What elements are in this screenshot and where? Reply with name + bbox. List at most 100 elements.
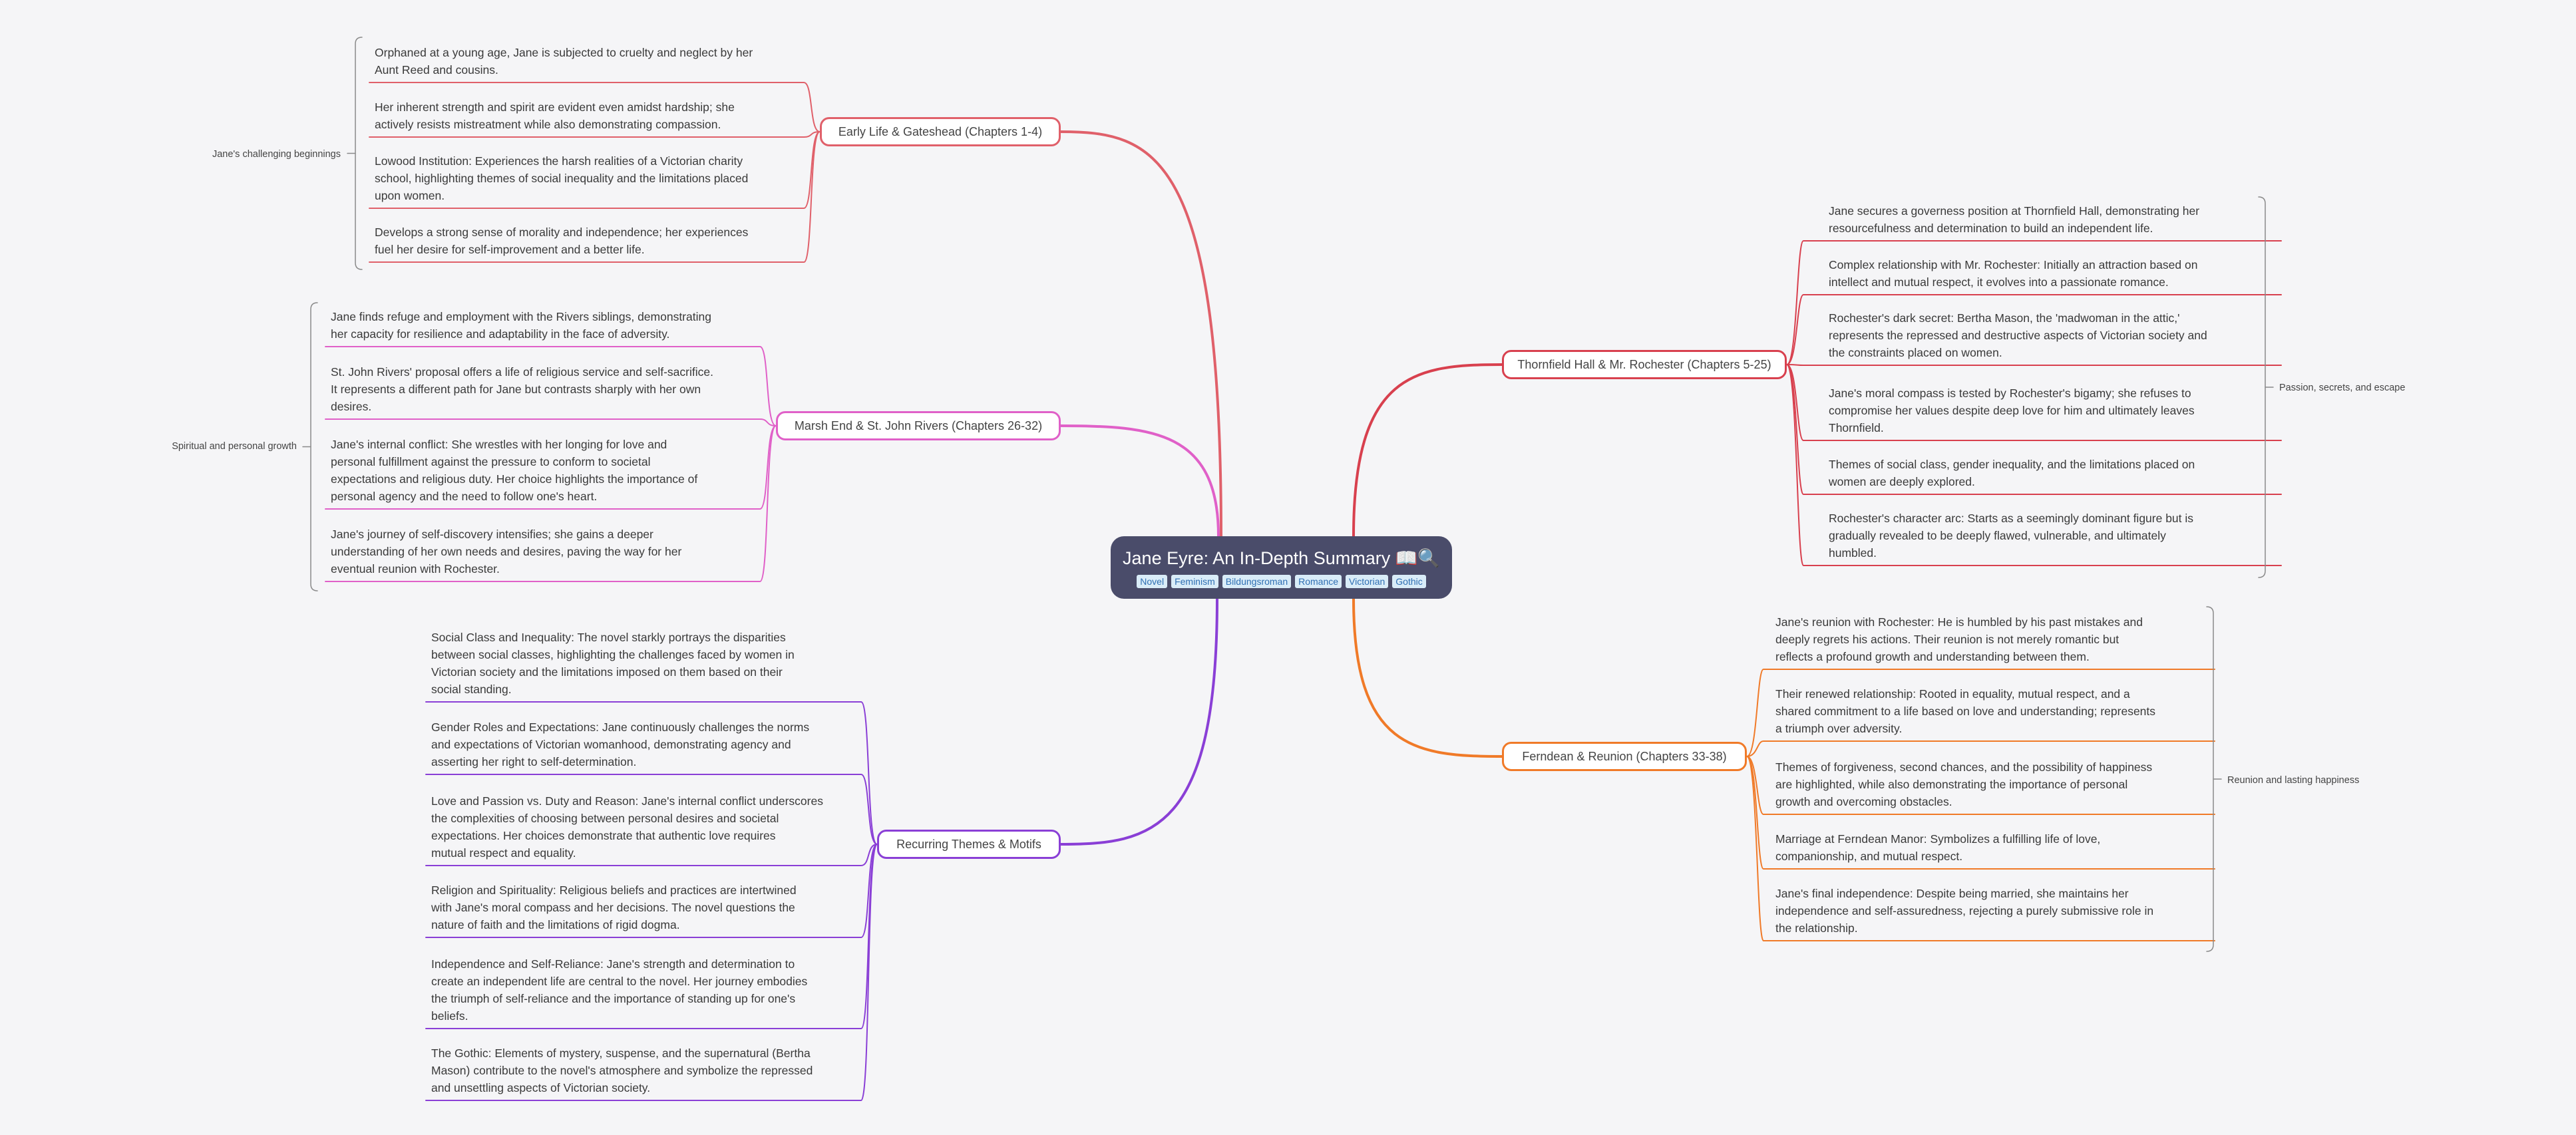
leaf-line: Develops a strong sense of morality and …	[375, 226, 749, 239]
summary-early: Jane's challenging beginnings	[212, 149, 341, 160]
leaf-thornfield-6: Rochester's character arc: Starts as a s…	[1829, 510, 2281, 562]
link-leaf-ferndean	[1746, 756, 2215, 815]
link-leaf-thornfield	[1786, 364, 2282, 566]
leaf-early-2: Her inherent strength and spirit are evi…	[375, 98, 814, 133]
leaf-line: social standing.	[431, 683, 512, 696]
leaf-line: independence and self-assuredness, rejec…	[1775, 904, 2154, 917]
tag-gothic[interactable]: Gothic	[1392, 575, 1426, 588]
leaf-line: It represents a different path for Jane …	[331, 383, 701, 396]
tag-list: Novel Feminism Bildungsroman Romance Vic…	[1137, 575, 1426, 588]
leaf-line: Lowood Institution: Experiences the hars…	[375, 154, 743, 168]
leaf-line: Gender Roles and Expectations: Jane cont…	[431, 721, 810, 734]
link-leaf-thornfield	[1786, 364, 2282, 495]
leaf-marsh-1: Jane finds refuge and employment with th…	[331, 308, 770, 343]
leaf-line: Social Class and Inequality: The novel s…	[431, 631, 786, 644]
leaf-line: nature of faith and the limitations of r…	[431, 918, 680, 931]
leaf-thornfield-3: Rochester's dark secret: Bertha Mason, t…	[1829, 309, 2281, 361]
topic-early[interactable]: Early Life & Gateshead (Chapters 1-4)	[820, 117, 1061, 146]
leaf-line: intellect and mutual respect, it evolves…	[1829, 275, 2169, 289]
leaf-line: compromise her values despite deep love …	[1829, 404, 2195, 417]
leaf-line: Jane's moral compass is tested by Roches…	[1829, 387, 2191, 400]
leaf-line: women are deeply explored.	[1829, 475, 1975, 488]
leaf-line: Jane's final independence: Despite being…	[1775, 887, 2129, 900]
leaf-line: shared commitment to a life based on lov…	[1775, 705, 2156, 718]
leaf-themes-3: Love and Passion vs. Duty and Reason: Ja…	[431, 792, 884, 862]
link-root-marsh	[1059, 424, 1220, 538]
link-leaf-themes	[425, 701, 878, 845]
link-leaf-marsh	[325, 418, 777, 426]
leaf-line: the relationship.	[1775, 921, 1858, 935]
link-root-thornfield	[1352, 363, 1503, 538]
leaf-line: Victorian society and the limitations im…	[431, 665, 783, 679]
leaf-ferndean-4: Marriage at Ferndean Manor: Symbolizes a…	[1775, 830, 2215, 865]
leaf-line: gradually revealed to be deeply flawed, …	[1829, 529, 2166, 542]
summary-bracket	[355, 37, 363, 270]
leaf-line: the complexities of choosing between per…	[431, 812, 779, 825]
link-leaf-themes	[425, 844, 878, 866]
link-leaf-ferndean	[1746, 756, 2215, 941]
link-leaf-ferndean	[1746, 756, 2215, 870]
leaf-line: St. John Rivers' proposal offers a life …	[331, 365, 713, 379]
topic-thornfield[interactable]: Thornfield Hall & Mr. Rochester (Chapter…	[1502, 350, 1787, 379]
summary-thornfield: Passion, secrets, and escape	[2279, 383, 2406, 393]
summary-bracket	[310, 302, 318, 591]
leaf-line: expectations and religious duty. Her cho…	[331, 472, 698, 486]
leaf-early-3: Lowood Institution: Experiences the hars…	[375, 152, 814, 204]
leaf-line: companionship, and mutual respect.	[1775, 850, 1963, 863]
leaf-line: her capacity for resilience and adaptabi…	[331, 327, 670, 341]
topic-ferndean[interactable]: Ferndean & Reunion (Chapters 33-38)	[1502, 742, 1747, 771]
leaf-early-1: Orphaned at a young age, Jane is subject…	[375, 44, 814, 79]
leaf-themes-1: Social Class and Inequality: The novel s…	[431, 629, 884, 698]
leaf-line: Jane's journey of self-discovery intensi…	[331, 528, 653, 541]
leaf-line: Complex relationship with Mr. Rochester:…	[1829, 258, 2198, 271]
leaf-line: represents the repressed and destructive…	[1829, 329, 2207, 342]
leaf-line: deeply regrets his actions. Their reunio…	[1775, 633, 2119, 646]
leaf-line: the constraints placed on women.	[1829, 346, 2002, 359]
leaf-line: Orphaned at a young age, Jane is subject…	[375, 46, 753, 59]
link-leaf-marsh	[325, 346, 777, 426]
link-leaf-early	[369, 131, 821, 263]
leaf-thornfield-4: Jane's moral compass is tested by Roches…	[1829, 385, 2281, 436]
topic-themes[interactable]: Recurring Themes & Motifs	[877, 830, 1061, 859]
leaf-line: school, highlighting themes of social in…	[375, 172, 749, 185]
leaf-line: Themes of social class, gender inequalit…	[1829, 458, 2195, 471]
leaf-line: Their renewed relationship: Rooted in eq…	[1775, 687, 2130, 701]
leaf-line: with Jane's moral compass and her decisi…	[431, 901, 795, 914]
leaf-line: understanding of her own needs and desir…	[331, 545, 682, 558]
leaf-themes-4: Religion and Spirituality: Religious bel…	[431, 882, 884, 933]
link-leaf-themes	[425, 844, 878, 938]
leaf-themes-5: Independence and Self-Reliance: Jane's s…	[431, 955, 884, 1025]
leaf-line: Aunt Reed and cousins.	[375, 63, 498, 77]
leaf-ferndean-1: Jane's reunion with Rochester: He is hum…	[1775, 613, 2215, 665]
tag-bildungsroman[interactable]: Bildungsroman	[1222, 575, 1292, 588]
leaf-line: The Gothic: Elements of mystery, suspens…	[431, 1047, 811, 1060]
link-leaf-thornfield	[1786, 364, 2282, 441]
leaf-line: asserting her right to self-determinatio…	[431, 755, 637, 768]
leaf-ferndean-2: Their renewed relationship: Rooted in eq…	[1775, 685, 2215, 737]
leaf-line: are highlighted, while also demonstratin…	[1775, 778, 2128, 791]
tag-victorian[interactable]: Victorian	[1346, 575, 1389, 588]
root-node[interactable]: Jane Eyre: An In-Depth Summary 📖🔍 Novel …	[1111, 536, 1452, 599]
leaf-line: upon women.	[375, 189, 445, 202]
leaf-line: humbled.	[1829, 546, 1877, 560]
link-leaf-early	[369, 131, 821, 209]
tag-romance[interactable]: Romance	[1295, 575, 1342, 588]
leaf-themes-2: Gender Roles and Expectations: Jane cont…	[431, 719, 884, 770]
leaf-marsh-2: St. John Rivers' proposal offers a life …	[331, 363, 770, 415]
leaf-line: beliefs.	[431, 1009, 468, 1023]
leaf-line: desires.	[331, 400, 372, 413]
link-leaf-thornfield	[1786, 240, 2282, 365]
tag-novel[interactable]: Novel	[1137, 575, 1168, 588]
leaf-line: Independence and Self-Reliance: Jane's s…	[431, 957, 795, 971]
leaf-early-4: Develops a strong sense of morality and …	[375, 224, 814, 258]
leaf-ferndean-5: Jane's final independence: Despite being…	[1775, 885, 2215, 937]
leaf-line: between social classes, highlighting the…	[431, 648, 795, 661]
leaf-thornfield-5: Themes of social class, gender inequalit…	[1829, 456, 2281, 490]
leaf-line: Jane's internal conflict: She wrestles w…	[331, 438, 667, 451]
tag-feminism[interactable]: Feminism	[1171, 575, 1218, 588]
leaf-line: personal fulfillment against the pressur…	[331, 455, 651, 468]
link-leaf-ferndean	[1746, 740, 2215, 757]
topic-marsh[interactable]: Marsh End & St. John Rivers (Chapters 26…	[776, 411, 1061, 440]
leaf-line: Love and Passion vs. Duty and Reason: Ja…	[431, 794, 823, 808]
